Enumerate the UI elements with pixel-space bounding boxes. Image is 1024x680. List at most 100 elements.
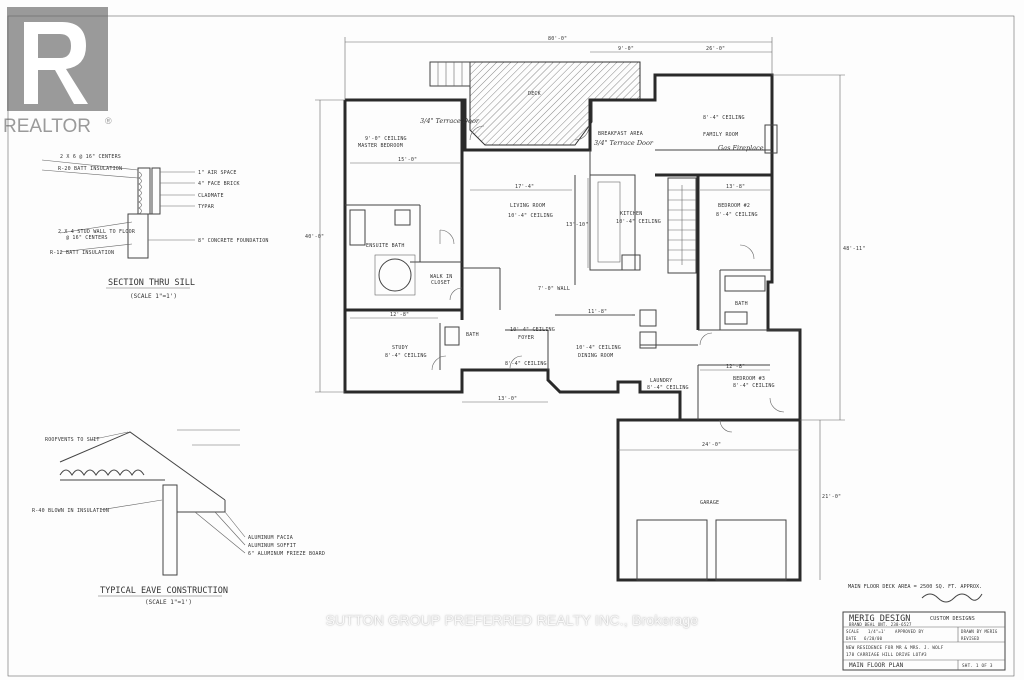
garage-door-right — [715, 519, 787, 581]
dim-bottom-left: 13'-0" — [498, 396, 517, 402]
realtor-logo-mark: REALTOR ® — [3, 7, 112, 137]
fireplace — [764, 124, 778, 154]
label-living-ceiling: 10'-4" CEILING — [508, 213, 553, 219]
ensuite-vanity — [349, 209, 366, 246]
dim-bed3-width: 12'-8" — [726, 364, 745, 370]
eave-note-5: 6" ALUMINUM FRIEZE BOARD — [248, 551, 325, 557]
powder-toilet — [444, 326, 460, 346]
label-bedroom2: BEDROOM #2 — [718, 203, 750, 209]
sill-note-9: R-12 BATT INSULATION — [50, 250, 114, 256]
title-scale-label: SCALE — [846, 629, 859, 634]
dim-left-total: 40'-0" — [305, 234, 324, 240]
label-wall-note: 7'-0" WALL — [538, 286, 570, 292]
title-project-1: NEW RESIDENCE FOR MR & MRS. J. WOLF — [846, 645, 944, 651]
label-laundry: LAUNDRY — [650, 378, 672, 384]
label-bedroom3-ceiling: 8'-4" CEILING — [733, 383, 775, 389]
sill-detail: 2 X 6 @ 16" CENTERS R-20 BATT INSULATION… — [41, 154, 269, 300]
label-family-room: FAMILY ROOM — [703, 132, 738, 138]
sill-scale: (SCALE 1"=1') — [130, 293, 177, 300]
sill-title: SECTION THRU SILL — [108, 278, 195, 288]
eave-wall — [162, 484, 178, 576]
room-labels: MASTER BEDROOM 9'-0" CEILING BREAKFAST A… — [358, 115, 775, 391]
area-note: MAIN FLOOR DECK AREA = 2500 SQ. FT. APPR… — [848, 584, 983, 590]
label-study: STUDY — [392, 345, 408, 351]
dimension-lines — [315, 37, 845, 580]
eave-note-1: ROOFVENTS TO SUIT — [45, 437, 100, 443]
realtor-logo: REALTOR ® — [0, 0, 118, 140]
sheet-border — [7, 15, 1015, 677]
label-laundry-ceiling: 8'-4" CEILING — [647, 385, 689, 391]
garage-outline — [616, 418, 802, 582]
deck-stairs — [429, 61, 471, 87]
sill-note-8: @ 16" CENTERS — [66, 235, 108, 241]
fixtures — [349, 124, 778, 349]
sill-note-6: TYPAR — [198, 204, 215, 210]
stairs-outline — [429, 61, 471, 87]
title-date-label: DATE — [846, 636, 857, 641]
label-bedroom3: BEDROOM #3 — [733, 376, 765, 382]
eave-roofline — [59, 431, 226, 501]
label-living-room: LIVING ROOM — [510, 203, 545, 209]
title-block: MERIG DESIGN CUSTOM DESIGNS BRAND BEAL O… — [842, 593, 1006, 671]
label-closet: CLOSET — [431, 280, 450, 286]
sill-foundation — [127, 213, 149, 259]
kitchen-counter — [589, 174, 636, 271]
title-sheet: SHT. 1 OF 3 — [962, 663, 993, 669]
hand-notes: 3/4" Terrace Door 3/4" Terrace Door Gas … — [420, 117, 764, 152]
title-project-2: 178 CARRIAGE HILL DRIVE LOT#3 — [846, 652, 927, 658]
sill-note-10: 8" CONCRETE FOUNDATION — [198, 238, 269, 244]
dim-top-right: 26'-0" — [706, 46, 725, 52]
eave-note-4: ALUMINUM SOFFIT — [248, 543, 296, 549]
laundry-washer — [639, 309, 657, 327]
label-study-ceiling: 8'-4" CEILING — [385, 353, 427, 359]
note-terrace-door-right: 3/4" Terrace Door — [594, 139, 654, 147]
title-firm: MERIG DESIGN — [849, 614, 910, 624]
title-address: BRAND BEAL ONT. 238-6527 — [849, 622, 912, 627]
dimension-text: 80'-0" 9'-0" 26'-0" 40'-0" 48'-11" 24'-0… — [305, 36, 865, 500]
dim-garage-width: 24'-0" — [702, 442, 721, 448]
label-bedroom2-ceiling: 8'-4" CEILING — [716, 212, 758, 218]
sill-wall-insulation — [137, 167, 151, 215]
label-walk-in: WALK IN — [430, 274, 452, 280]
title-approved: APPROVED BY — [895, 629, 924, 634]
brokerage-watermark: SUTTON GROUP PREFERRED REALTY INC., Brok… — [325, 612, 699, 628]
eave-note-2: R-40 BLOWN IN INSULATION — [32, 508, 109, 514]
garage-label: GARAGE — [700, 500, 719, 506]
dim-top-mid: 9'-0" — [618, 46, 634, 52]
dim-kitchen-depth: 13'-10" — [566, 222, 588, 228]
sill-note-5: CLADMATE — [198, 193, 224, 199]
designer-signature — [921, 593, 983, 603]
label-master-ceiling: 9'-0" CEILING — [365, 136, 407, 142]
title-firm-sub: CUSTOM DESIGNS — [930, 616, 975, 622]
title-block-frame — [842, 611, 1006, 671]
eave-scale: (SCALE 1"=1') — [145, 599, 192, 606]
logo-text: REALTOR — [3, 116, 91, 137]
sill-face-brick — [151, 167, 161, 215]
bath-vanity — [724, 311, 748, 325]
logo-letter-r — [24, 22, 88, 104]
eave-title: TYPICAL EAVE CONSTRUCTION — [100, 586, 228, 596]
dim-overall-width: 80'-0" — [548, 36, 567, 42]
label-master-bedroom: MASTER BEDROOM — [358, 143, 403, 149]
label-kitchen: KITCHEN — [620, 211, 642, 217]
deck-label: DECK — [528, 91, 541, 97]
label-foyer: FOYER — [518, 335, 535, 341]
label-dining-ceiling: 10'-4" CEILING — [576, 345, 621, 351]
ensuite-toilet — [394, 209, 411, 226]
garage: GARAGE — [616, 418, 802, 582]
note-fireplace: Gas Fireplace — [718, 144, 764, 152]
title-scale-value: 1/4"=1' — [868, 629, 886, 634]
title-drawn: DRAWN BY MERIG — [961, 629, 998, 634]
dim-garage-depth: 21'-0" — [822, 494, 841, 500]
doors — [431, 125, 785, 433]
eave-detail: ROOFVENTS TO SUIT R-40 BLOWN IN INSULATI… — [32, 429, 325, 606]
sill-note-3: 1" AIR SPACE — [198, 170, 237, 176]
kitchen-island-end — [621, 254, 641, 271]
title-drawing: MAIN FLOOR PLAN — [849, 662, 904, 669]
sill-note-7: 2 X 4 STUD WALL TO FLOOR — [58, 229, 136, 235]
label-breakfast: BREAKFAST AREA — [598, 131, 643, 137]
deck: DECK — [429, 61, 641, 146]
sill-note-2: R-20 BATT INSULATION — [58, 166, 122, 172]
